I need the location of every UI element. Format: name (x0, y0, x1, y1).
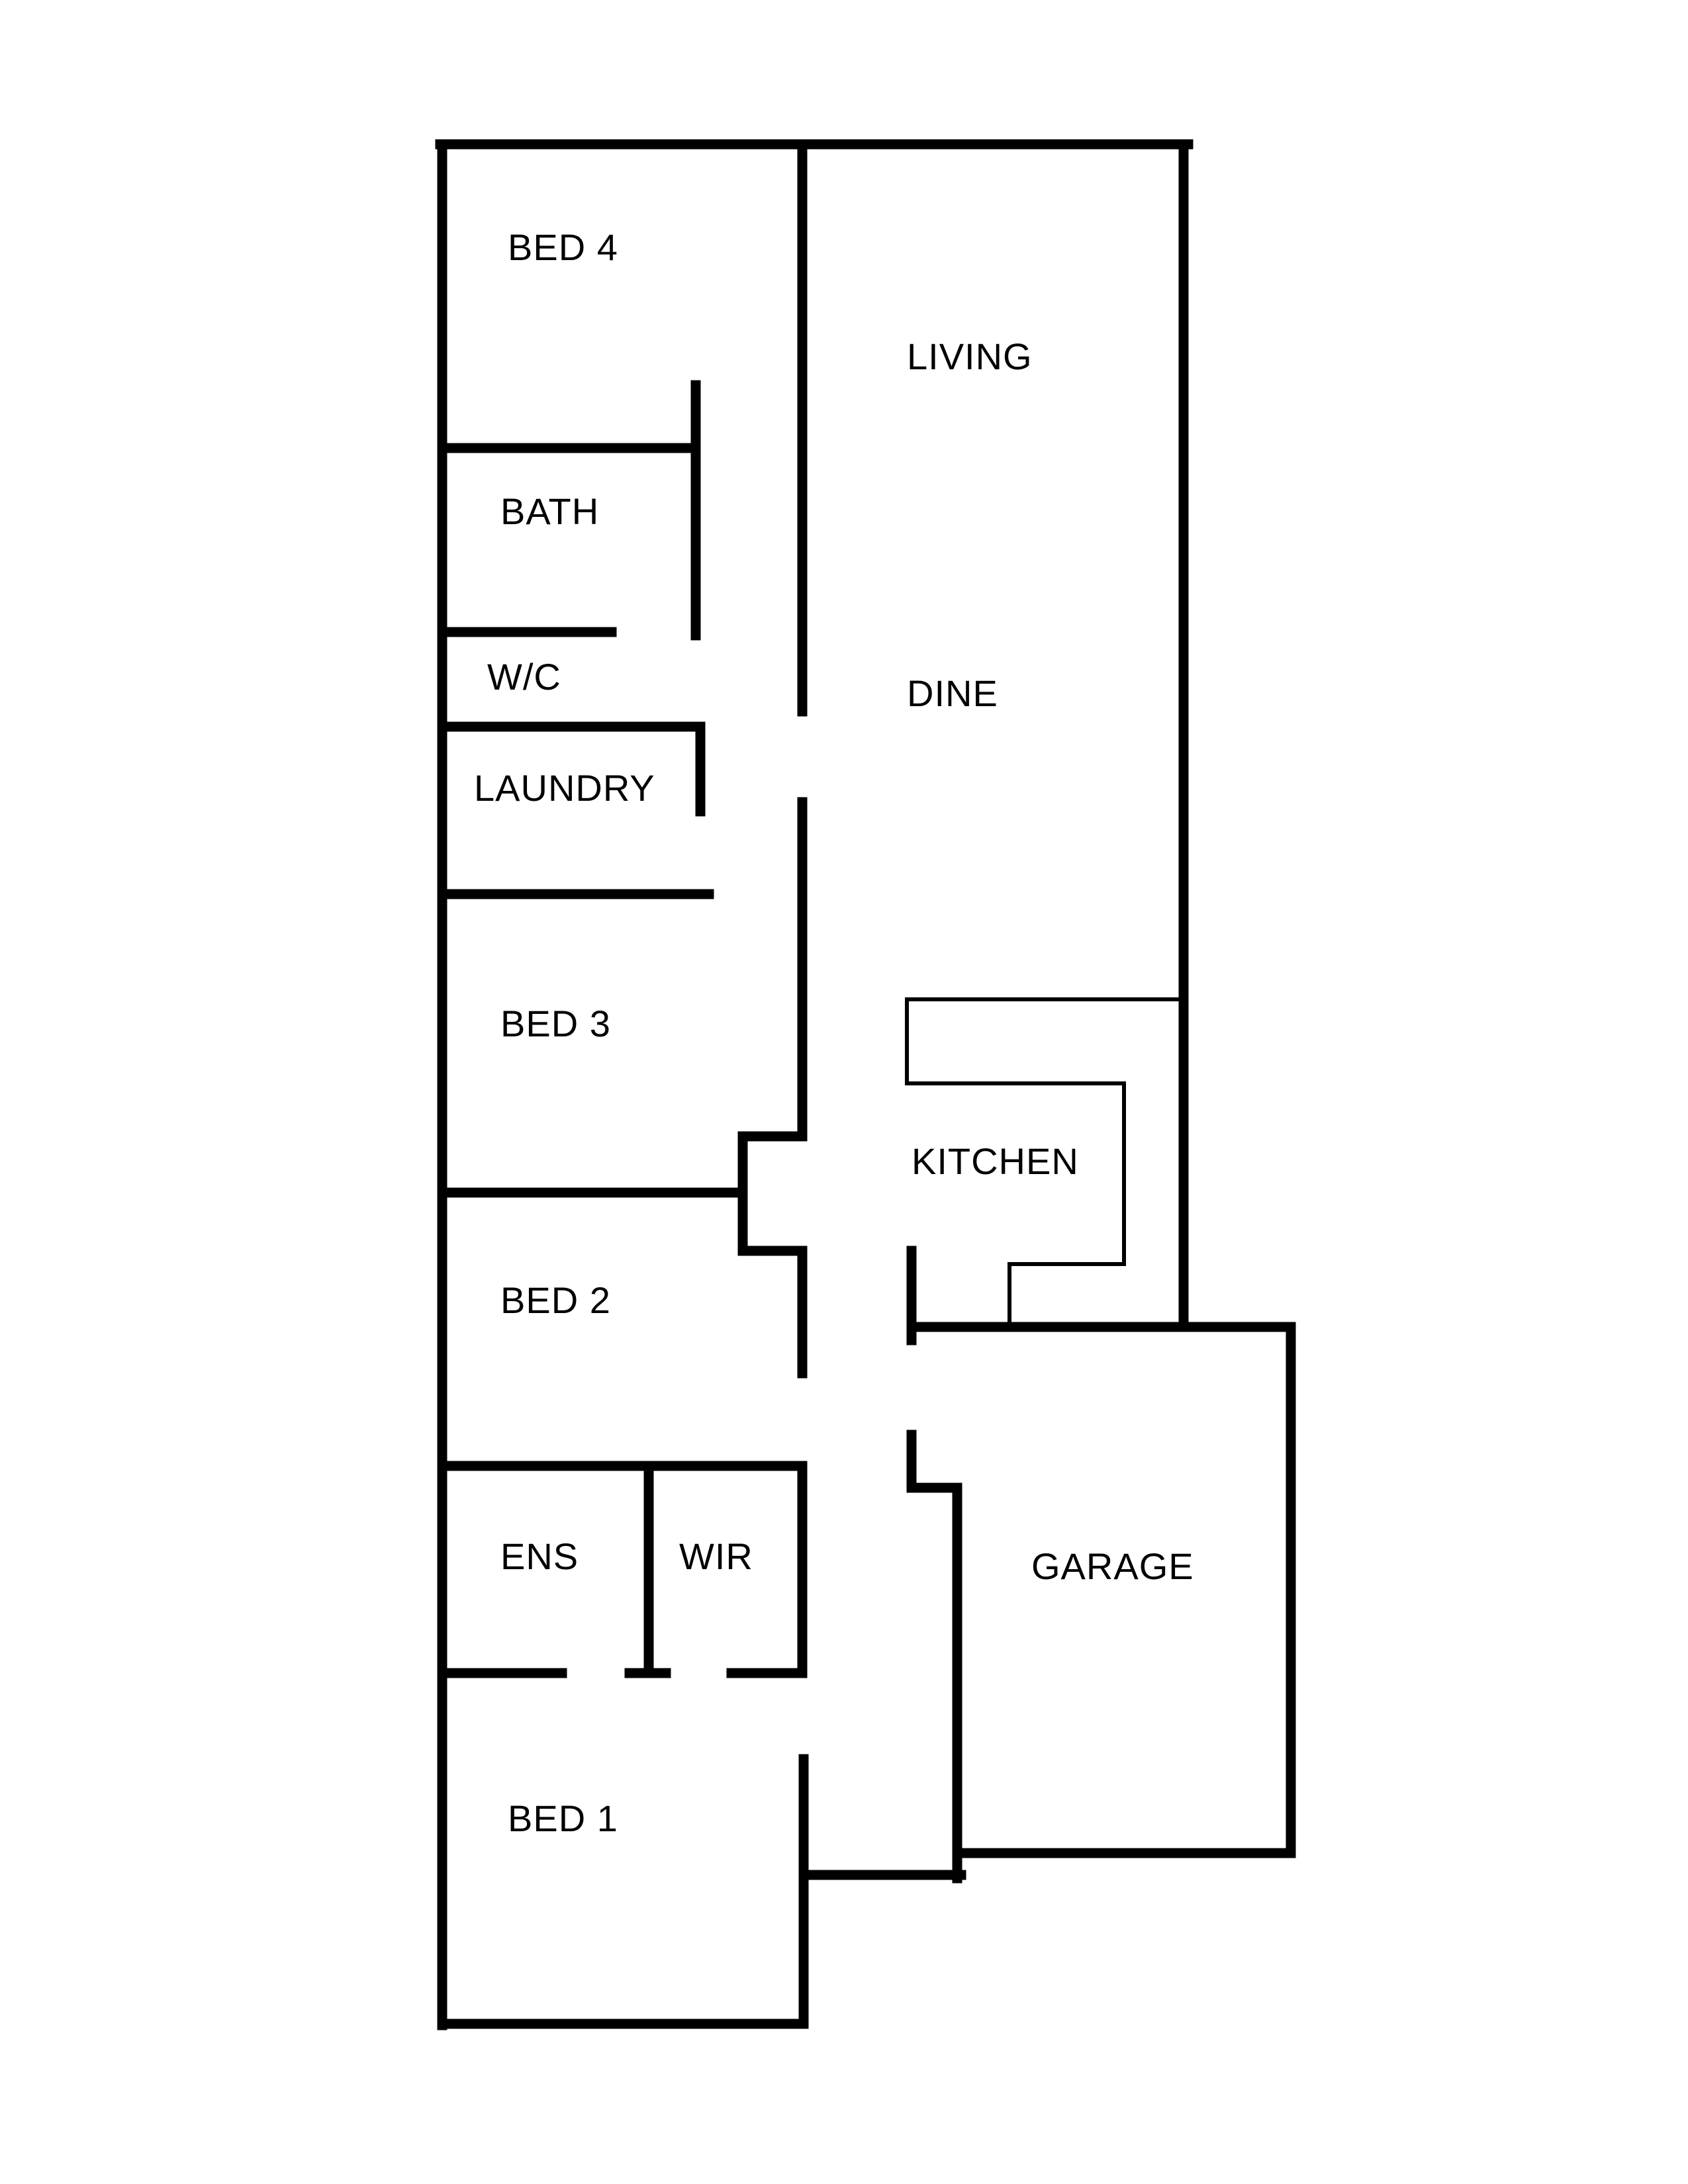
room-label-garage: GARAGE (1031, 1545, 1194, 1587)
room-label-kitchen: KITCHEN (912, 1140, 1079, 1182)
room-label-bed2: BED 2 (500, 1279, 611, 1321)
room-label-dine: DINE (907, 672, 998, 714)
room-label-living: LIVING (907, 336, 1033, 377)
walls (435, 139, 1296, 2030)
kitchen-bench (905, 997, 1186, 1329)
room-label-bath: BATH (500, 490, 599, 532)
room-label-bed1: BED 1 (508, 1797, 618, 1839)
room-labels: BED 4 LIVING BATH W/C DINE LAUNDRY BED 3… (474, 226, 1194, 1839)
room-label-ens: ENS (500, 1535, 579, 1577)
room-label-bed3: BED 3 (500, 1003, 611, 1044)
room-label-wir: WIR (679, 1535, 753, 1577)
room-label-bed4: BED 4 (508, 226, 618, 268)
room-label-laundry: LAUNDRY (474, 767, 655, 809)
room-label-wc: W/C (487, 656, 561, 698)
